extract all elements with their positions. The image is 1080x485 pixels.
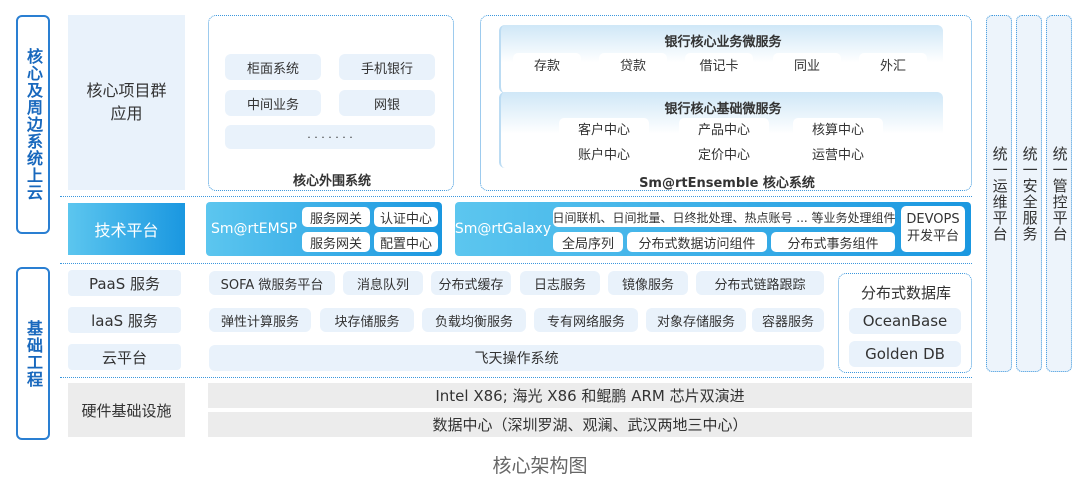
paas-item: 消息队列 xyxy=(343,271,423,295)
database-panel: 分布式数据库 OceanBase Golden DB xyxy=(838,273,972,373)
hardware-label: 硬件基础设施 xyxy=(68,383,185,437)
cloud-os: 飞天操作系统 xyxy=(209,345,824,371)
iaas-item: 专有网络服务 xyxy=(534,308,638,332)
paas-label: PaaS 服务 xyxy=(68,270,181,296)
peripheral-item: 手机银行 xyxy=(339,54,435,80)
iaas-item: 块存储服务 xyxy=(320,308,414,332)
business-title: 银行核心业务微服务 xyxy=(664,34,782,50)
unified-security-service: 统一安全服务 xyxy=(1016,15,1042,372)
separator-tech xyxy=(60,196,972,197)
database-title: 分布式数据库 xyxy=(860,283,951,302)
base-item: 产品中心 xyxy=(679,118,769,139)
chip-architecture: Intel X86; 海光 X86 和鲲鹏 ARM 芯片双演进 xyxy=(208,383,972,408)
paas-item: 日志服务 xyxy=(520,271,600,295)
base-item: 运营中心 xyxy=(793,143,883,164)
galaxy-name: Sm@rtGalaxy xyxy=(454,221,552,237)
galaxy-item: 全局序列 xyxy=(553,232,623,252)
peripheral-item: 柜面系统 xyxy=(225,54,321,80)
base-title: 银行核心基础微服务 xyxy=(664,101,782,117)
galaxy-components: 日间联机、日间批量、日终批处理、热点账号 ... 等业务处理组件 xyxy=(552,207,896,227)
core-system-title: Sm@rtEnsemble 核心系统 xyxy=(639,175,815,191)
paas-item: 分布式缓存 xyxy=(431,271,511,295)
galaxy-item: 分布式事务组件 xyxy=(771,232,895,252)
business-item: 存款 xyxy=(513,53,581,75)
cloud-platform-label: 云平台 xyxy=(68,344,181,370)
iaas-item: 负载均衡服务 xyxy=(422,308,526,332)
core-apps-label: 核心项目群 应用 xyxy=(68,15,185,190)
peripheral-systems-panel: 柜面系统 手机银行 中间业务 网银 · · · · · · · 核心外围系统 xyxy=(208,15,454,191)
database-item: OceanBase xyxy=(849,308,961,334)
emsp-item: 认证中心 xyxy=(374,207,438,227)
paas-item: SOFA 微服务平台 xyxy=(209,271,335,295)
galaxy-item: 分布式数据访问组件 xyxy=(627,232,767,252)
base-item: 客户中心 xyxy=(559,118,649,139)
business-microservices: 银行核心业务微服务 存款 贷款 借记卡 同业 外汇 xyxy=(499,25,943,93)
data-center: 数据中心（深圳罗湖、观澜、武汉两地三中心） xyxy=(208,412,972,437)
iaas-item: 对象存储服务 xyxy=(646,308,746,332)
peripheral-title: 核心外围系统 xyxy=(292,173,371,189)
separator-hardware xyxy=(60,377,972,378)
business-item: 贷款 xyxy=(599,53,667,75)
unified-ops-platform: 统一运维平台 xyxy=(986,15,1012,372)
devops-box: DEVOPS 开发平台 xyxy=(901,206,965,252)
tech-platform-label: 技术平台 xyxy=(68,203,185,255)
iaas-label: laaS 服务 xyxy=(68,307,181,333)
iaas-item: 容器服务 xyxy=(752,308,824,332)
iaas-item: 弹性计算服务 xyxy=(209,308,311,332)
infrastructure-label: 基础工程 xyxy=(16,267,50,440)
core-system-panel: 银行核心业务微服务 存款 贷款 借记卡 同业 外汇 银行核心基础微服务 客户中心… xyxy=(480,15,972,191)
base-microservices: 银行核心基础微服务 客户中心 产品中心 核算中心 账户中心 定价中心 运营中心 xyxy=(499,92,943,168)
peripheral-item: 中间业务 xyxy=(225,90,321,116)
base-item: 核算中心 xyxy=(793,118,883,139)
unified-control-platform: 统一管控平台 xyxy=(1046,15,1072,372)
peripheral-more: · · · · · · · xyxy=(225,125,435,149)
base-item: 定价中心 xyxy=(679,143,769,164)
database-item: Golden DB xyxy=(849,341,961,367)
diagram-caption: 核心架构图 xyxy=(492,454,588,477)
emsp-panel: Sm@rtEMSP 服务网关 认证中心 服务网关 配置中心 xyxy=(206,202,442,256)
business-item: 同业 xyxy=(773,53,841,75)
separator-base xyxy=(60,263,972,264)
paas-item: 镜像服务 xyxy=(608,271,688,295)
cloud-migration-label: 核心及周边系统上云 xyxy=(16,15,50,234)
emsp-item: 服务网关 xyxy=(302,232,370,252)
emsp-item: 配置中心 xyxy=(374,232,438,252)
base-item: 账户中心 xyxy=(559,143,649,164)
business-item: 借记卡 xyxy=(685,53,753,75)
business-item: 外汇 xyxy=(859,53,927,75)
emsp-item: 服务网关 xyxy=(302,207,370,227)
peripheral-item: 网银 xyxy=(339,90,435,116)
paas-item: 分布式链路跟踪 xyxy=(696,271,824,295)
galaxy-panel: Sm@rtGalaxy 日间联机、日间批量、日终批处理、热点账号 ... 等业务… xyxy=(455,202,971,256)
emsp-name: Sm@rtEMSP xyxy=(210,221,298,237)
